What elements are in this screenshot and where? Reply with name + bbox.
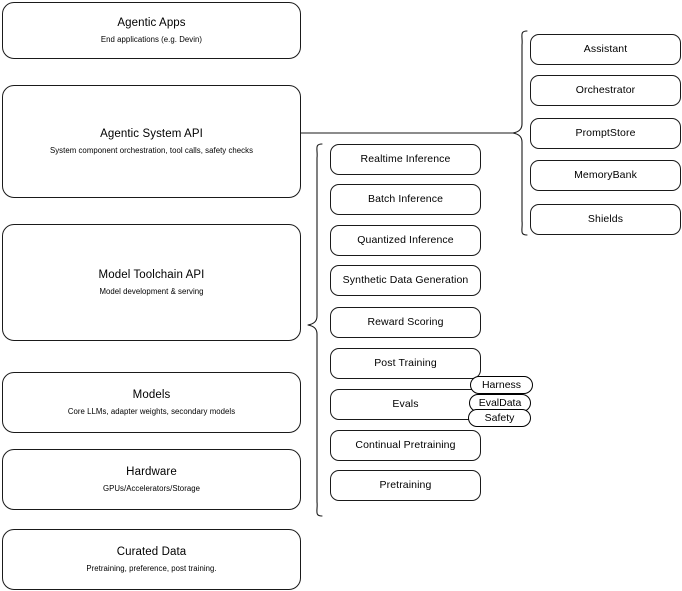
- eval-pill-harness[interactable]: Harness: [470, 376, 533, 394]
- capability-synthetic-data-generation[interactable]: Synthetic Data Generation: [330, 265, 481, 296]
- layer-title: Agentic Apps: [117, 17, 186, 30]
- layer-title: Model Toolchain API: [98, 269, 205, 282]
- layer-subtitle: GPUs/Accelerators/Storage: [102, 483, 201, 493]
- capability-evals[interactable]: Evals: [330, 389, 481, 420]
- layer-curated-data[interactable]: Curated Data Pretraining, preference, po…: [2, 529, 301, 590]
- eval-pill-safety[interactable]: Safety: [468, 409, 531, 427]
- layer-hardware[interactable]: Hardware GPUs/Accelerators/Storage: [2, 449, 301, 510]
- capability-label: Realtime Inference: [360, 152, 451, 165]
- component-memorybank[interactable]: MemoryBank: [530, 160, 681, 191]
- component-label: Shields: [587, 212, 624, 225]
- layer-model-toolchain-api[interactable]: Model Toolchain API Model development & …: [2, 224, 301, 341]
- component-promptstore[interactable]: PromptStore: [530, 118, 681, 149]
- capability-batch-inference[interactable]: Batch Inference: [330, 184, 481, 215]
- layer-agentic-apps[interactable]: Agentic Apps End applications (e.g. Devi…: [2, 2, 301, 59]
- component-label: Orchestrator: [575, 83, 636, 96]
- layer-subtitle: Pretraining, preference, post training.: [86, 563, 217, 573]
- component-shields[interactable]: Shields: [530, 204, 681, 235]
- layer-models[interactable]: Models Core LLMs, adapter weights, secon…: [2, 372, 301, 433]
- component-orchestrator[interactable]: Orchestrator: [530, 75, 681, 106]
- brace-system-components: [512, 30, 528, 236]
- capability-quantized-inference[interactable]: Quantized Inference: [330, 225, 481, 256]
- layer-subtitle: Model development & serving: [99, 286, 204, 296]
- capability-label: Reward Scoring: [367, 315, 444, 328]
- layer-title: Curated Data: [116, 546, 187, 559]
- capability-realtime-inference[interactable]: Realtime Inference: [330, 144, 481, 175]
- layer-subtitle: Core LLMs, adapter weights, secondary mo…: [67, 406, 236, 416]
- capability-label: Evals: [392, 397, 419, 410]
- brace-toolchain: [307, 143, 323, 517]
- capability-label: Post Training: [374, 356, 437, 369]
- layer-subtitle: End applications (e.g. Devin): [100, 34, 203, 44]
- capability-label: Pretraining: [379, 478, 432, 491]
- layer-subtitle: System component orchestration, tool cal…: [49, 145, 254, 155]
- capability-label: Continual Pretraining: [355, 438, 456, 451]
- capability-reward-scoring[interactable]: Reward Scoring: [330, 307, 481, 338]
- capability-label: Synthetic Data Generation: [342, 273, 469, 286]
- capability-label: Batch Inference: [367, 192, 444, 205]
- capability-post-training[interactable]: Post Training: [330, 348, 481, 379]
- component-label: Assistant: [583, 42, 628, 55]
- component-assistant[interactable]: Assistant: [530, 34, 681, 65]
- layer-title: Agentic System API: [100, 128, 203, 141]
- layer-title: Models: [132, 389, 171, 402]
- layer-agentic-system-api[interactable]: Agentic System API System component orch…: [2, 85, 301, 198]
- capability-continual-pretraining[interactable]: Continual Pretraining: [330, 430, 481, 461]
- component-label: MemoryBank: [574, 168, 637, 181]
- capability-pretraining[interactable]: Pretraining: [330, 470, 481, 501]
- layer-title: Hardware: [126, 466, 177, 479]
- capability-label: Quantized Inference: [357, 233, 454, 246]
- component-label: PromptStore: [575, 126, 636, 139]
